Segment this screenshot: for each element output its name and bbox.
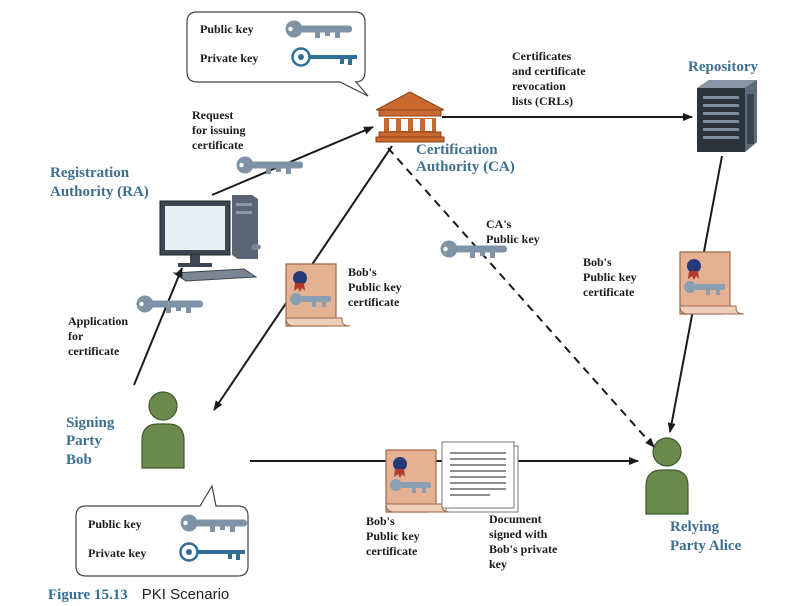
ra-title: Registration Authority (RA): [50, 165, 149, 200]
ca-callout-private-key-label: Private key: [200, 51, 258, 65]
crl-label: Certificates and certificate revocation …: [512, 49, 589, 108]
bob-person-icon: [141, 391, 185, 469]
arrow-ra-to-ca: [211, 126, 374, 196]
alice-title: Relying Party Alice: [670, 519, 742, 554]
bob-private-key-icon: [179, 542, 245, 562]
document-label: Document signed with Bob's private key: [489, 512, 560, 571]
desktop-computer-icon: [159, 195, 261, 282]
request-label: Request for issuing certificate: [192, 108, 248, 152]
ca-public-key-label: CA's Public key: [486, 217, 540, 246]
figure-number: Figure 15.13: [48, 587, 128, 603]
bob-cert-label: Bob's Public key certificate: [366, 514, 423, 558]
repository-certificate-icon: [679, 251, 745, 315]
bob-callout-public-key-label: Public key: [88, 517, 142, 531]
ca-title: Certification Authority (CA): [416, 142, 515, 175]
repository-cert-label: Bob's Public key certificate: [583, 255, 640, 299]
request-key-icon: [236, 156, 303, 174]
arrow-ca-to-alice-dashed: [387, 147, 655, 448]
repository-title: Repository: [688, 59, 758, 75]
server-tower-icon: [697, 80, 757, 152]
alice-person-icon: [645, 437, 689, 515]
arrow-bob-to-ra: [133, 267, 183, 386]
certificate-to-bob-icon: [285, 263, 351, 327]
figure-title: PKI Scenario: [142, 586, 230, 603]
application-label: Application for certificate: [68, 314, 131, 358]
signed-document-icon: [441, 441, 519, 513]
bob-certificate-icon: [385, 449, 451, 513]
ca-key-callout: Public key Private key: [186, 11, 369, 97]
bob-key-callout: Public key Private key: [75, 484, 249, 577]
bob-title: Signing Party Bob: [66, 415, 118, 468]
private-key-icon: [291, 47, 357, 67]
ca-callout-public-key-label: Public key: [200, 22, 254, 36]
bank-building-icon: [375, 91, 445, 143]
figure-caption: Figure 15.13 PKI Scenario: [48, 586, 229, 603]
bob-callout-private-key-label: Private key: [88, 546, 146, 560]
cert-to-bob-label: Bob's Public key certificate: [348, 265, 405, 309]
